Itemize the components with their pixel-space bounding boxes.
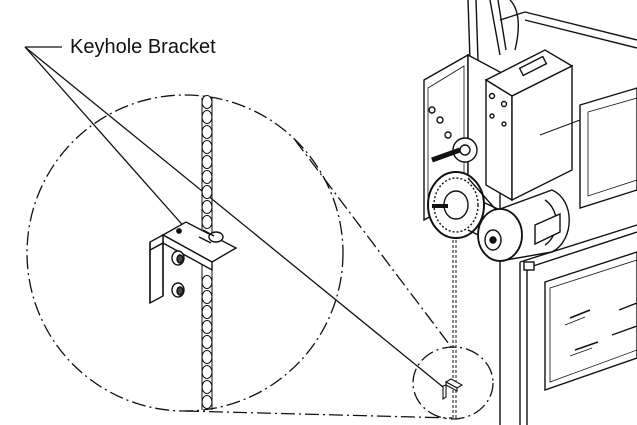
chain-link bbox=[201, 319, 213, 335]
callout-label: Keyhole Bracket bbox=[70, 36, 216, 58]
chain-link bbox=[201, 334, 213, 350]
keyhole-bracket-detail bbox=[149, 221, 238, 305]
chain-link bbox=[201, 169, 213, 185]
callout-leader bbox=[24, 46, 444, 388]
chain-link bbox=[201, 154, 213, 170]
chain-link bbox=[201, 349, 213, 365]
chain-link bbox=[201, 364, 213, 380]
chain-link bbox=[201, 289, 213, 305]
chain-link bbox=[201, 304, 213, 320]
opener-motor-assembly bbox=[423, 0, 637, 425]
chain-link bbox=[201, 214, 213, 230]
chain-links bbox=[201, 94, 213, 410]
chain-link bbox=[201, 139, 213, 155]
chain-link bbox=[201, 124, 213, 140]
chain-link bbox=[201, 109, 213, 125]
chain-link bbox=[201, 379, 213, 395]
chain-link bbox=[201, 274, 213, 290]
keyhole-bracket-actual bbox=[442, 378, 464, 401]
chain-link bbox=[201, 184, 213, 200]
chain-link bbox=[201, 94, 213, 110]
chain-link bbox=[201, 394, 213, 410]
chain-actual bbox=[452, 230, 457, 420]
chain-link bbox=[201, 199, 213, 215]
